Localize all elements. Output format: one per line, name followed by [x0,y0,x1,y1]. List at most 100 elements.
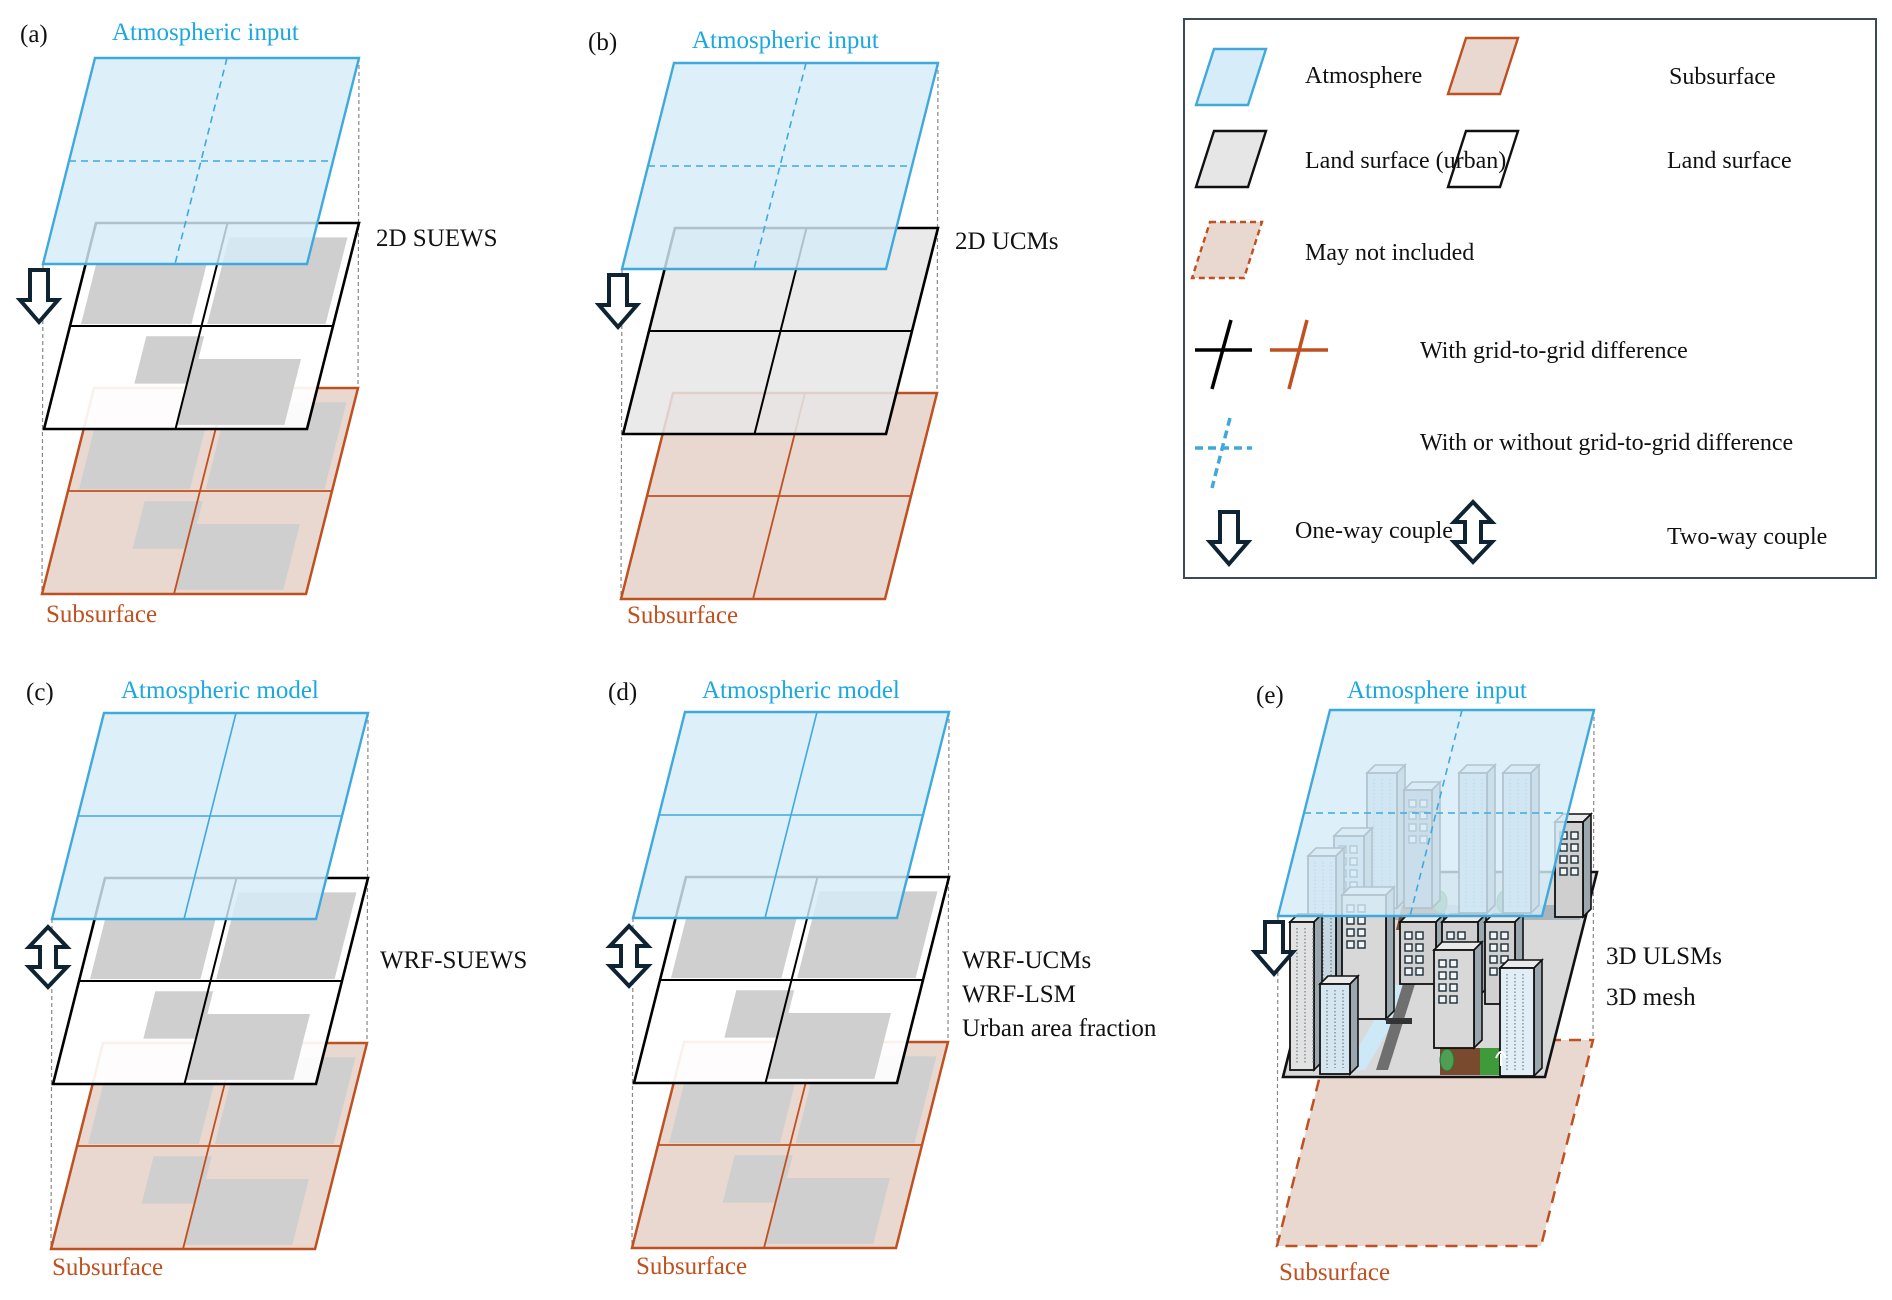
legend-box [1183,18,1877,579]
building-front [1499,967,1535,1077]
panel-e-letter: (e) [1256,682,1284,709]
window-icon [1489,955,1498,964]
panel-a-subsurface-title: Subsurface [46,601,158,628]
two-way-arrow-icon [605,923,653,989]
guide-line-left [631,917,634,1249]
window-icon [1415,943,1424,952]
guide-line-right [1592,709,1595,1041]
atmosphere-layer [631,710,951,920]
legend-label-one-way: One-way couple [1295,518,1453,544]
guide-line-right [947,711,950,1043]
window-icon [1570,867,1579,876]
building [1553,812,1593,919]
window-icon [1449,959,1458,968]
legend-label-may-not-included: May not included [1305,240,1475,266]
one-way-arrow-icon [594,273,642,331]
window-icon [1457,931,1466,940]
land-urban-patch [81,264,207,324]
legend-subsurface-swatch [1446,36,1520,96]
panel-d-subsurface-title: Subsurface [636,1253,748,1280]
land-urban-patch [724,990,795,1038]
legend-may-not-included-swatch [1190,220,1264,280]
atmosphere-layer [620,61,940,271]
atmosphere-layer [1276,708,1596,918]
building-front [1289,921,1315,1071]
window-icon [1357,916,1366,925]
window-icon [1346,916,1355,925]
land-urban-patch [766,1012,892,1079]
panel-d-atmosphere-title: Atmospheric model [702,677,900,704]
legend-label-grid-diff: With grid-to-grid difference [1420,338,1688,364]
guide-line-left [50,918,53,1250]
panel-a-letter: (a) [20,21,48,48]
legend-layer [1183,18,1877,579]
panel-c-letter: (c) [26,679,54,706]
panel-e-land-label-2: 3D mesh [1606,984,1696,1011]
atmosphere-outline [41,56,361,266]
subsurface-layer [49,1041,369,1251]
window-icon [1415,931,1424,940]
building-side [1473,940,1483,1050]
window-icon [1559,855,1568,864]
land-urban-patch [671,918,797,978]
land-urban-patch [134,336,205,384]
legend-atmosphere-swatch [1194,47,1268,107]
subsurface-urban-patch [184,1178,309,1245]
legend-cross-orange-v [1287,319,1309,390]
legend-cross-black-v [1210,319,1233,390]
subsurface-urban-patch [765,1177,890,1244]
window-icon [1346,928,1355,937]
window-icon [1404,931,1413,940]
panel-b-atmosphere-title: Atmospheric input [692,27,879,54]
panel-e [1250,708,1599,1248]
window-icon [1438,971,1447,980]
land-urban-patch [185,1013,311,1080]
legend-label-land-urban: Land surface (urban) [1305,148,1507,174]
bridge-icon [1386,1018,1412,1024]
window-icon [1489,967,1498,976]
panel-c-atmosphere-title: Atmospheric model [121,677,319,704]
subsurface-urban-patch [88,1084,215,1144]
panel-a [15,56,361,596]
atmosphere-layer [41,56,361,266]
land-urban-patch [176,358,302,425]
subsurface-urban-patch [175,523,300,590]
window-icon [1570,855,1579,864]
subsurface-outline [1275,1038,1595,1248]
land-layer [42,221,361,431]
panel-c [24,711,370,1251]
panel-d-land-label-3: Urban area fraction [962,1015,1157,1042]
panels-layer [15,56,1599,1251]
guide-line-left [620,268,623,600]
panel-b-land-label: 2D UCMs [955,228,1059,255]
atmosphere-layer [50,711,370,921]
subsurface-urban-patch [669,1083,796,1143]
legend-label-grid-maybe: With or without grid-to-grid difference [1420,430,1794,456]
subsurface-urban-patch [722,1155,793,1203]
two-way-arrow-icon [24,924,72,990]
subsurface-urban-patch [141,1156,212,1204]
land-urban-patch [143,991,214,1039]
subsurface-fill [1277,1040,1593,1246]
panel-b-letter: (b) [588,29,618,56]
panel-b-subsurface-title: Subsurface [627,602,739,629]
land-urban-patch [90,919,216,979]
panel-d [605,710,951,1250]
window-icon [1438,995,1447,1004]
one-way-arrow-icon [1250,920,1298,978]
panel-b [594,61,940,601]
building [1318,974,1360,1076]
panel-d-land-label-2: WRF-LSM [962,981,1076,1008]
two-way-arrow-icon [1449,499,1497,565]
window-icon [1404,967,1413,976]
one-way-arrow-icon [1205,510,1253,568]
window-icon [1404,943,1413,952]
guide-line-left [41,263,44,595]
window-icon [1357,928,1366,937]
window-icon [1346,940,1355,949]
window-icon [1438,983,1447,992]
building-side [1582,812,1592,919]
panel-c-subsurface-title: Subsurface [52,1254,164,1281]
atmosphere-outline [620,61,940,271]
panel-e-atmosphere-title: Atmosphere input [1347,677,1527,704]
